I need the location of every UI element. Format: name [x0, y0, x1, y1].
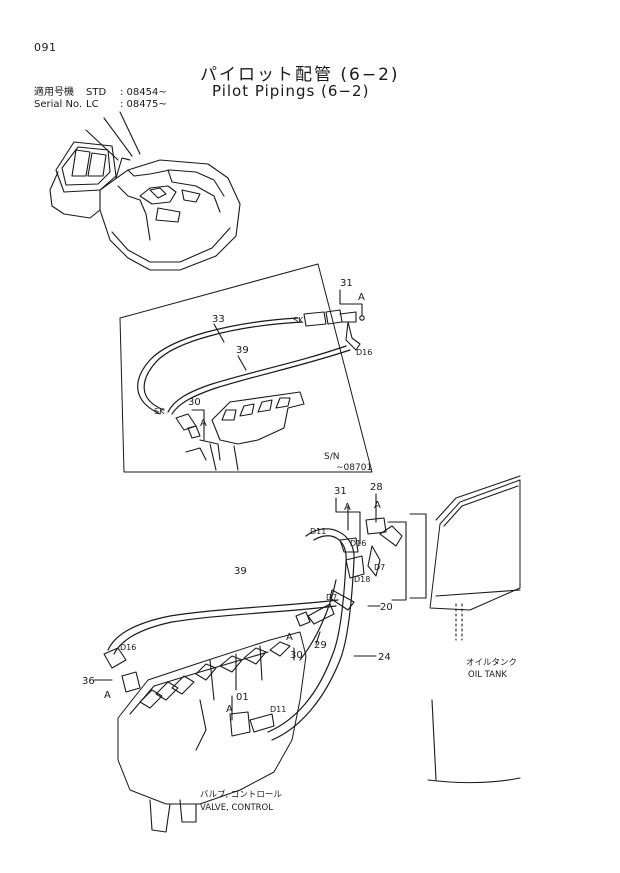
inset-serial-value: ~08701: [336, 463, 372, 473]
label-39: 39: [234, 566, 247, 577]
label-a-28: A: [374, 500, 381, 511]
label-29: 29: [314, 640, 327, 651]
label-a-31: A: [344, 502, 351, 513]
label-31: 31: [334, 486, 347, 497]
hose-39-inset: [167, 345, 347, 413]
label-d16-left: D16: [120, 643, 136, 652]
label-d18: D18: [354, 575, 370, 584]
label-30: 30: [290, 650, 303, 661]
serial-row-std: 適用号機 STD : 08454~: [34, 87, 167, 99]
valve-label-en: VALVE, CONTROL: [200, 803, 273, 813]
inset-label-a-top: A: [358, 292, 365, 303]
label-36: 36: [82, 676, 95, 687]
label-d11-bottom: D11: [270, 705, 286, 714]
serial-code-lc: LC: [86, 99, 99, 110]
excavator-location-sketch: [49, 111, 241, 271]
oil-tank-label-jp: オイルタンク: [466, 658, 517, 668]
inset-label-a-bottom: A: [200, 418, 207, 429]
label-01: 01: [236, 692, 249, 703]
label-a-30: A: [286, 632, 293, 643]
label-d7-right: D7: [374, 563, 385, 572]
hose-20: [271, 528, 355, 741]
label-d7-left: D7: [326, 593, 337, 602]
inset-label-sk-bottom: SK: [154, 407, 165, 416]
hose-24: [299, 579, 337, 661]
hose-39-main: [107, 599, 339, 651]
serial-label-jp: 適用号機: [34, 87, 74, 98]
serial-code-std: STD: [86, 87, 107, 98]
inset-label-d16: D16: [356, 348, 372, 357]
hose-33: [137, 317, 299, 415]
inset-label-33: 33: [212, 314, 225, 325]
control-valve-outline: [117, 631, 307, 805]
label-28: 28: [370, 482, 383, 493]
serial-label-en: Serial No.: [34, 99, 83, 110]
label-d11-top: D11: [310, 527, 326, 536]
oil-tank-outline: [429, 479, 521, 611]
inset-frame: [119, 263, 373, 473]
inset-label-31: 31: [340, 278, 353, 289]
page-title-english: Pilot Pipings (6−2): [212, 82, 370, 100]
serial-value-std: : 08454~: [120, 87, 167, 98]
label-d16-top: D16: [350, 539, 366, 548]
page-title-japanese: パイロット配管 (6−2): [200, 65, 400, 85]
page-number: 091: [34, 41, 57, 54]
inset-label-39: 39: [236, 345, 249, 356]
serial-row-lc: Serial No.LC : 08475~: [34, 99, 167, 111]
inset-label-sk-top: SK: [293, 316, 304, 325]
oil-tank-label-en: OIL TANK: [468, 670, 507, 680]
label-20: 20: [380, 602, 393, 613]
inset-serial-label: S/N: [324, 452, 339, 462]
valve-label-jp: バルブ, コントロール: [200, 789, 282, 800]
serial-value-lc: : 08475~: [120, 99, 167, 110]
label-a-01: A: [226, 704, 233, 715]
label-24: 24: [378, 652, 391, 663]
inset-label-30: 30: [188, 397, 201, 408]
label-a-36: A: [104, 690, 111, 701]
